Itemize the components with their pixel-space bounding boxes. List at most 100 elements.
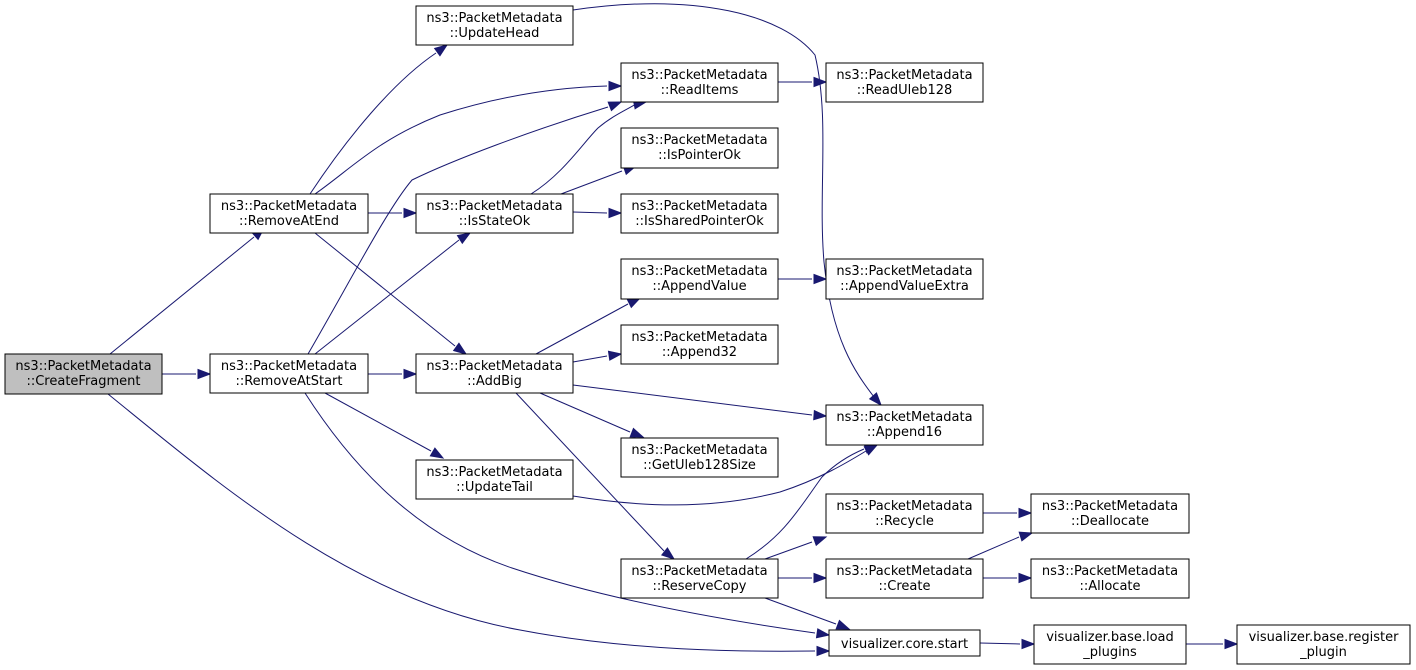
edge-line xyxy=(314,239,460,355)
node-create-fragment[interactable]: ns3::PacketMetadata::CreateFragment xyxy=(4,353,163,395)
node-register-plugin[interactable]: visualizer.base.register_plugin xyxy=(1236,624,1411,665)
edge-lp-rp xyxy=(1186,638,1239,650)
node-box xyxy=(415,459,574,500)
arrowhead-icon xyxy=(608,207,623,219)
edge-line xyxy=(530,103,637,195)
node-box xyxy=(1030,493,1190,534)
node-box xyxy=(825,558,984,599)
edge-cf-core xyxy=(107,393,831,657)
arrowhead-icon xyxy=(660,547,676,560)
node-create[interactable]: ns3::PacketMetadata::Create xyxy=(825,558,984,599)
node-read-uleb128[interactable]: ns3::PacketMetadata::ReadUleb128 xyxy=(825,62,984,103)
node-label-line2: ::ReadItems xyxy=(661,83,739,98)
arrowhead-icon xyxy=(629,427,645,438)
node-label-line2: ::AddBig xyxy=(467,374,522,389)
node-label-line2: ::GetUleb128Size xyxy=(643,458,756,473)
node-label-line1: ns3::PacketMetadata xyxy=(836,410,972,425)
node-is-shared-pointer-ok[interactable]: ns3::PacketMetadata::IsSharedPointerOk xyxy=(620,193,779,234)
edge-line xyxy=(324,392,432,452)
node-box xyxy=(620,193,779,234)
node-label-line1: ns3::PacketMetadata xyxy=(631,68,767,83)
edge-ab-rc xyxy=(515,392,676,560)
node-label-line1: visualizer.base.load xyxy=(1046,630,1174,645)
node-remove-at-end[interactable]: ns3::PacketMetadata::RemoveAtEnd xyxy=(209,193,369,234)
arrowhead-icon xyxy=(1021,638,1036,650)
edge-cre-dea xyxy=(967,531,1034,560)
edge-ras-ri xyxy=(307,101,623,355)
edge-line xyxy=(572,3,875,398)
node-is-pointer-ok[interactable]: ns3::PacketMetadata::IsPointerOk xyxy=(620,127,779,169)
node-label-line1: ns3::PacketMetadata xyxy=(836,68,972,83)
node-label-line2: _plugins xyxy=(1082,645,1137,660)
call-graph-nodes: ns3::PacketMetadata::CreateFragmentns3::… xyxy=(4,5,1411,665)
edge-core-lp xyxy=(979,638,1036,650)
edge-ri-ru xyxy=(778,76,828,88)
node-recycle[interactable]: ns3::PacketMetadata::Recycle xyxy=(825,493,984,534)
node-allocate[interactable]: ns3::PacketMetadata::Allocate xyxy=(1030,558,1190,599)
arrowhead-icon xyxy=(815,628,831,639)
node-label-line1: ns3::PacketMetadata xyxy=(631,443,767,458)
node-box xyxy=(1030,558,1190,599)
node-label-line1: ns3::PacketMetadata xyxy=(426,359,562,374)
arrowhead-icon xyxy=(868,392,882,407)
node-append16[interactable]: ns3::PacketMetadata::Append16 xyxy=(825,404,984,446)
node-label-line1: ns3::PacketMetadata xyxy=(631,564,767,579)
node-label-line1: ns3::PacketMetadata xyxy=(631,264,767,279)
arrowhead-icon xyxy=(403,368,418,380)
node-label-line2: ::AppendValueExtra xyxy=(840,279,969,294)
node-label-line2: ::RemoveAtEnd xyxy=(239,214,339,229)
arrowhead-icon xyxy=(813,76,828,88)
edge-line xyxy=(572,384,813,416)
node-append-value[interactable]: ns3::PacketMetadata::AppendValue xyxy=(620,258,779,300)
node-update-head[interactable]: ns3::PacketMetadata::UpdateHead xyxy=(415,5,574,46)
edge-line xyxy=(109,236,255,355)
node-add-big[interactable]: ns3::PacketMetadata::AddBig xyxy=(415,353,574,394)
edge-line xyxy=(572,450,867,506)
node-box xyxy=(209,193,369,234)
node-box xyxy=(620,437,779,478)
node-label-line1: ns3::PacketMetadata xyxy=(836,264,972,279)
node-label-line2: ::UpdateHead xyxy=(450,26,540,41)
arrowhead-icon xyxy=(813,572,828,584)
node-remove-at-start[interactable]: ns3::PacketMetadata::RemoveAtStart xyxy=(209,353,369,394)
edge-iso-ipo xyxy=(560,165,638,195)
node-label-line1: ns3::PacketMetadata xyxy=(426,199,562,214)
node-label-line1: ns3::PacketMetadata xyxy=(1042,499,1178,514)
edge-iso-ispo xyxy=(572,207,623,219)
node-get-uleb128-size[interactable]: ns3::PacketMetadata::GetUleb128Size xyxy=(620,437,779,478)
node-append32[interactable]: ns3::PacketMetadata::Append32 xyxy=(620,324,779,365)
node-label-line2: ::Create xyxy=(879,579,931,594)
arrowhead-icon xyxy=(429,447,445,459)
node-box xyxy=(415,353,574,394)
arrowhead-icon xyxy=(813,409,828,421)
edge-av-ave xyxy=(778,273,828,285)
node-is-state-ok[interactable]: ns3::PacketMetadata::IsStateOk xyxy=(415,193,574,234)
arrowhead-icon xyxy=(1018,507,1033,519)
edge-line xyxy=(560,170,623,195)
edge-ras-core xyxy=(304,392,831,639)
edge-line xyxy=(314,232,456,347)
node-label-line1: ns3::PacketMetadata xyxy=(836,499,972,514)
node-box xyxy=(828,629,981,657)
edge-line xyxy=(745,448,865,560)
node-label-line2: ::ReadUleb128 xyxy=(857,83,953,98)
node-deallocate[interactable]: ns3::PacketMetadata::Deallocate xyxy=(1030,493,1190,534)
node-read-items[interactable]: ns3::PacketMetadata::ReadItems xyxy=(620,62,779,103)
node-reserve-copy[interactable]: ns3::PacketMetadata::ReserveCopy xyxy=(620,558,779,599)
node-core-start[interactable]: visualizer.core.start xyxy=(828,629,981,657)
arrowhead-icon xyxy=(1018,572,1033,584)
node-append-value-extra[interactable]: ns3::PacketMetadata::AppendValueExtra xyxy=(825,258,984,300)
arrowhead-icon xyxy=(816,645,831,657)
node-box xyxy=(825,62,984,103)
node-load-plugins[interactable]: visualizer.base.load_plugins xyxy=(1033,624,1187,665)
arrowhead-icon xyxy=(452,342,468,355)
edge-ab-a32 xyxy=(572,350,623,363)
arrowhead-icon xyxy=(197,368,212,380)
node-update-tail[interactable]: ns3::PacketMetadata::UpdateTail xyxy=(415,459,574,500)
edge-line xyxy=(515,392,665,552)
edge-line xyxy=(304,392,816,634)
node-label-line1: ns3::PacketMetadata xyxy=(1042,564,1178,579)
edge-cf-ras xyxy=(162,368,212,380)
node-label-line1: ns3::PacketMetadata xyxy=(221,359,357,374)
node-label-line1: ns3::PacketMetadata xyxy=(631,199,767,214)
